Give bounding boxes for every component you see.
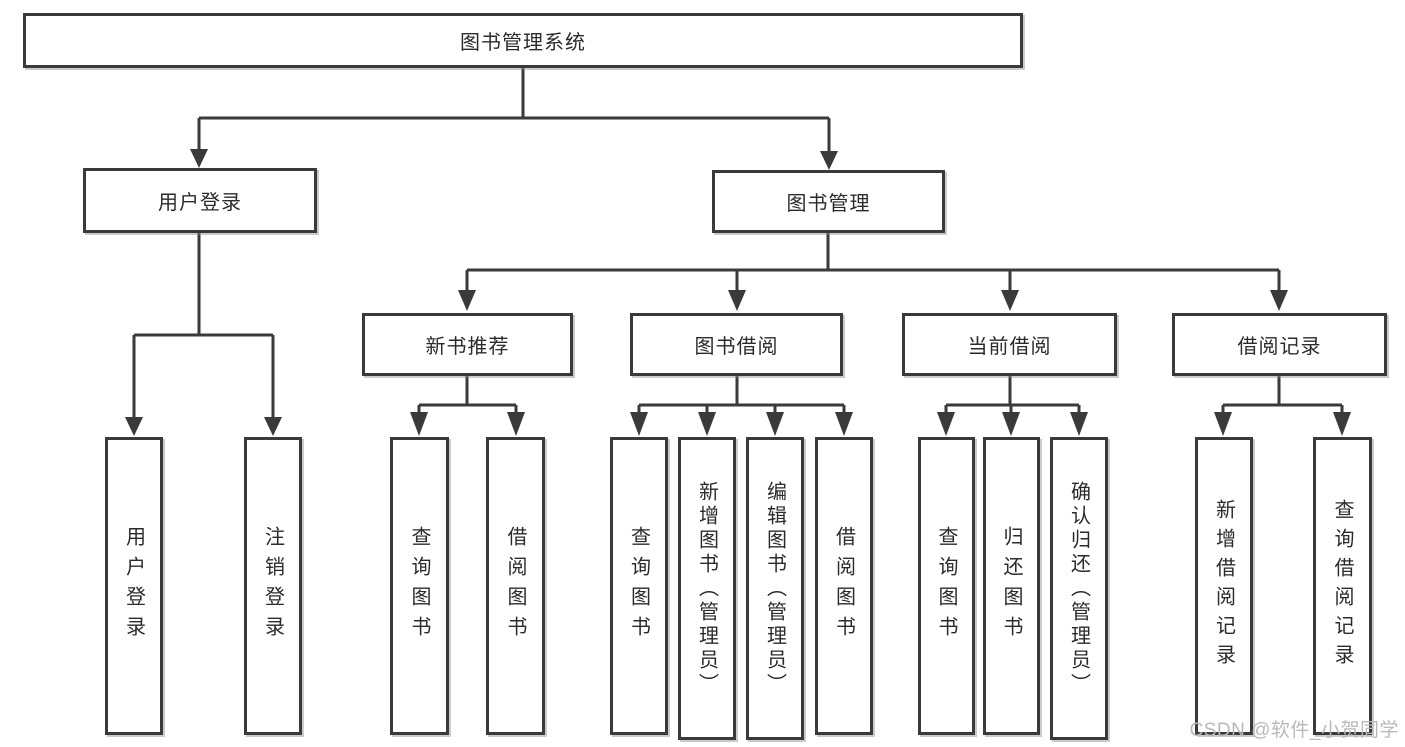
leaf-confirm-return-admin: 确认归还（管理员） <box>1050 437 1108 740</box>
node-book-management: 图书管理 <box>712 170 945 233</box>
csdn-watermark: CSDN @软件_小贺同学 <box>1189 720 1399 741</box>
node-borrowing-records-label: 借阅记录 <box>1237 336 1322 358</box>
node-user-login: 用户登录 <box>83 168 317 233</box>
leaf-query-books-current-label: 查询图书 <box>935 526 957 646</box>
leaf-return-books-label: 归还图书 <box>1000 526 1022 646</box>
node-new-book-recommendation: 新书推荐 <box>362 313 573 376</box>
node-book-borrowing-label: 图书借阅 <box>694 336 779 358</box>
leaf-query-books-newrec-label: 查询图书 <box>408 526 430 646</box>
node-user-login-label: 用户登录 <box>158 192 242 214</box>
node-book-borrowing: 图书借阅 <box>630 313 843 376</box>
leaf-query-books-newrec: 查询图书 <box>390 437 449 735</box>
leaf-user-login: 用户登录 <box>105 437 163 735</box>
node-book-management-label: 图书管理 <box>786 193 871 215</box>
leaf-add-books-admin: 新增图书（管理员） <box>678 437 736 740</box>
leaf-edit-books-admin: 编辑图书（管理员） <box>746 437 804 740</box>
leaf-add-borrow-record-label: 新增借阅记录 <box>1212 499 1235 673</box>
leaf-query-books-borrow: 查询图书 <box>610 437 668 735</box>
node-borrowing-records: 借阅记录 <box>1172 313 1387 376</box>
leaf-logout-label: 注销登录 <box>261 526 284 646</box>
leaf-edit-books-admin-label: 编辑图书（管理员） <box>763 480 786 697</box>
leaf-logout: 注销登录 <box>244 437 302 735</box>
leaf-query-books-borrow-label: 查询图书 <box>627 526 650 646</box>
leaf-add-books-admin-label: 新增图书（管理员） <box>695 480 718 697</box>
leaf-user-login-label: 用户登录 <box>122 526 145 646</box>
leaf-return-books: 归还图书 <box>983 437 1040 735</box>
leaf-borrow-books-borrow-label: 借阅图书 <box>832 526 855 646</box>
leaf-query-books-current: 查询图书 <box>918 437 975 735</box>
node-current-borrowing: 当前借阅 <box>902 313 1117 376</box>
node-current-borrowing-label: 当前借阅 <box>967 336 1052 358</box>
node-root: 图书管理系统 <box>23 13 1023 68</box>
node-root-label: 图书管理系统 <box>460 32 586 54</box>
leaf-borrow-books-borrow: 借阅图书 <box>815 437 873 735</box>
leaf-query-borrow-record-label: 查询借阅记录 <box>1331 499 1353 673</box>
leaf-borrow-books-newrec-label: 借阅图书 <box>504 526 526 646</box>
leaf-query-borrow-record: 查询借阅记录 <box>1313 437 1372 735</box>
arrowheads <box>125 149 1351 436</box>
leaf-add-borrow-record: 新增借阅记录 <box>1195 437 1253 735</box>
leaf-borrow-books-newrec: 借阅图书 <box>486 437 545 735</box>
node-new-book-recommendation-label: 新书推荐 <box>425 336 510 358</box>
leaf-confirm-return-admin-label: 确认归还（管理员） <box>1067 480 1090 697</box>
